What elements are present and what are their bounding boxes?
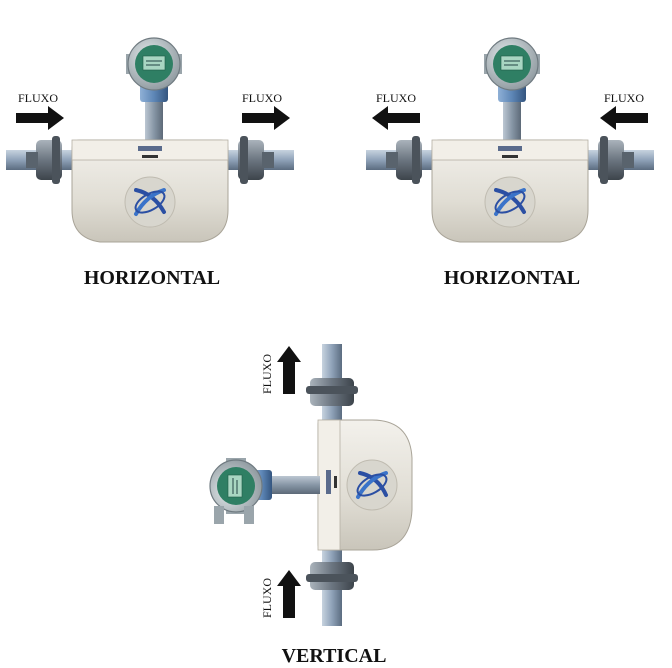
coriolis-meter — [4, 134, 296, 244]
arrow-right-icon — [242, 106, 290, 130]
installation-horizontal-left: FLUXO FLUXO HORIZONTAL — [4, 37, 296, 289]
transmitter-head — [125, 37, 183, 91]
arrow-left-icon — [372, 106, 420, 130]
transmitter-head — [483, 37, 541, 91]
arrow-right-icon — [16, 106, 64, 130]
flow-label-left: FLUXO — [18, 91, 58, 105]
flow-label-left: FLUXO — [376, 91, 416, 105]
caption: HORIZONTAL — [444, 267, 580, 289]
installation-vertical: FLUXO FLUXO VERTICAL — [209, 344, 413, 667]
sensor-neck — [145, 92, 163, 154]
flow-label-right: FLUXO — [242, 91, 282, 105]
flow-label-bottom: FLUXO — [260, 578, 274, 618]
coriolis-meter — [317, 419, 413, 551]
installation-horizontal-right: FLUXO FLUXO HORIZONTAL — [364, 37, 656, 289]
arrow-up-icon — [277, 570, 301, 618]
transmitter-head — [209, 457, 263, 515]
caption: VERTICAL — [282, 645, 387, 667]
flow-label-top: FLUXO — [260, 354, 274, 394]
flow-label-right: FLUXO — [604, 91, 644, 105]
sensor-neck — [262, 476, 320, 494]
coriolis-meter — [364, 134, 656, 244]
arrow-left-icon — [600, 106, 648, 130]
arrow-up-icon — [277, 346, 301, 394]
caption: HORIZONTAL — [84, 267, 220, 289]
logo-icon — [356, 471, 388, 499]
sensor-neck — [503, 92, 521, 154]
